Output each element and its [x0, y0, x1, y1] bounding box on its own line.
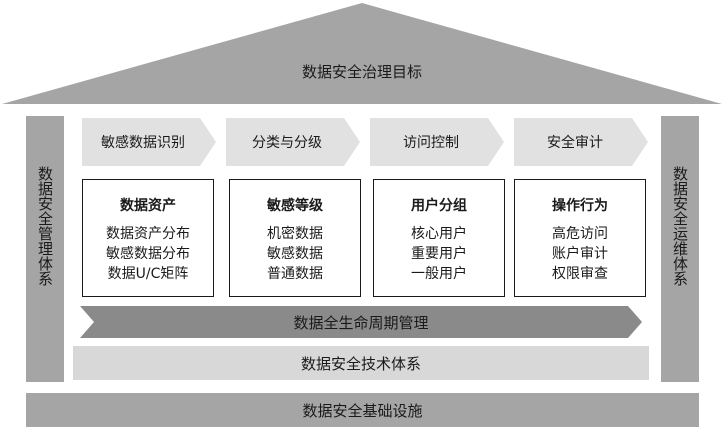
base-label: 数据安全基础设施: [302, 401, 423, 420]
box-item: 普通数据: [267, 266, 323, 282]
box-data-assets: 数据资产 数据资产分布 敏感数据分布 数据U/C矩阵: [82, 179, 214, 297]
technology-system-bar: 数据安全技术体系: [73, 346, 649, 380]
lifecycle-management-arrow: 数据全生命周期管理: [80, 306, 642, 338]
roof-shape: [2, 3, 722, 104]
right-pillar-operations-system: 数据安全运维体系: [661, 116, 699, 382]
left-pillar-management-system: 数据安全管理体系: [26, 116, 64, 382]
roof-triangle: [2, 3, 722, 104]
box-list: 核心用户 重要用户 一般用户: [374, 224, 504, 284]
box-item: 核心用户: [411, 226, 467, 242]
step-label: 访问控制: [403, 135, 459, 151]
box-title: 数据资产: [120, 198, 176, 214]
box-item: 重要用户: [411, 246, 467, 262]
right-pillar-label: 数据安全运维体系: [671, 166, 689, 286]
box-item: 机密数据: [267, 226, 323, 242]
box-title: 敏感等级: [267, 198, 323, 214]
box-item: 一般用户: [411, 266, 467, 282]
step-label: 分类与分级: [252, 135, 322, 151]
tech-label: 数据安全技术体系: [300, 354, 421, 373]
box-operation-behavior: 操作行为 高危访问 账户审计 权限审查: [514, 179, 646, 297]
governance-goal-title: 数据安全治理目标: [301, 63, 422, 81]
box-list: 数据资产分布 敏感数据分布 数据U/C矩阵: [83, 224, 213, 284]
step-label: 安全审计: [547, 135, 603, 151]
step-arrow-sensitive-data-identification: 敏感数据识别: [82, 118, 216, 166]
box-item: 权限审查: [552, 266, 608, 282]
box-list: 机密数据 敏感数据 普通数据: [230, 224, 360, 284]
box-title: 操作行为: [552, 198, 608, 214]
box-sensitivity-levels: 敏感等级 机密数据 敏感数据 普通数据: [229, 179, 361, 297]
step-arrow-access-control: 访问控制: [370, 118, 504, 166]
step-label: 敏感数据识别: [101, 135, 185, 151]
infrastructure-base-bar: 数据安全基础设施: [26, 393, 699, 427]
box-title: 用户分组: [411, 198, 467, 214]
box-item: 敏感数据: [267, 246, 323, 262]
box-list: 高危访问 账户审计 权限审查: [515, 224, 645, 284]
left-pillar-label: 数据安全管理体系: [36, 166, 54, 286]
box-item: 数据U/C矩阵: [107, 266, 189, 282]
box-item: 敏感数据分布: [106, 246, 190, 262]
step-arrow-classification-grading: 分类与分级: [226, 118, 360, 166]
box-item: 高危访问: [552, 226, 608, 242]
box-user-groups: 用户分组 核心用户 重要用户 一般用户: [373, 179, 505, 297]
step-arrow-security-audit: 安全审计: [514, 118, 648, 166]
box-item: 账户审计: [552, 246, 608, 262]
box-item: 数据资产分布: [106, 226, 190, 242]
lifecycle-label: 数据全生命周期管理: [293, 313, 429, 332]
